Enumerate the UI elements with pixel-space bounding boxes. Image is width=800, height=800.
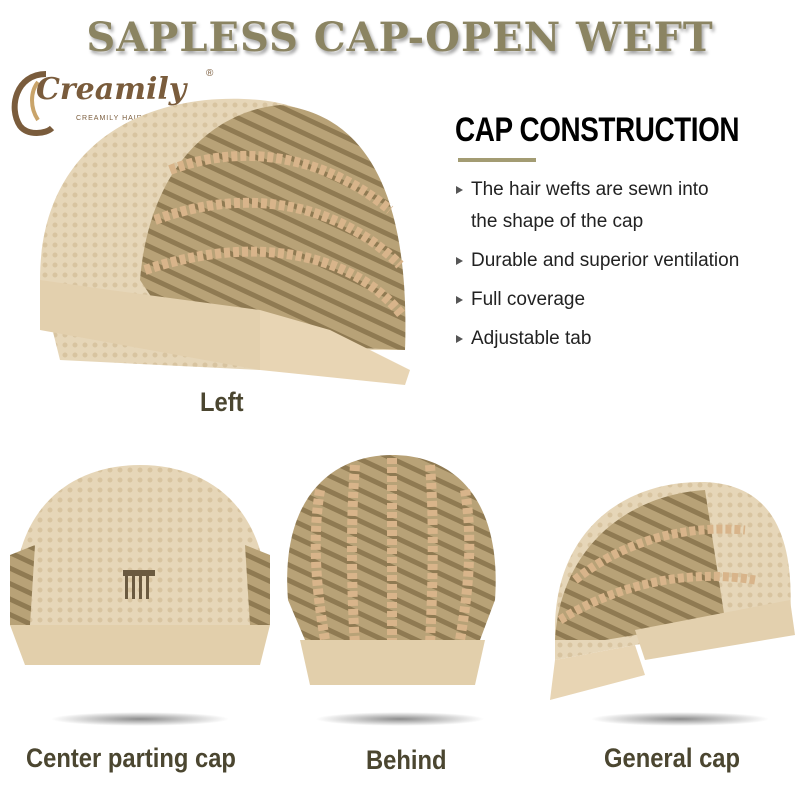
feature-list: The hair wefts are sewn into the shape of… <box>456 178 739 366</box>
cap-shadow <box>50 712 230 726</box>
bullet-arrow-icon <box>456 257 463 265</box>
label-behind-view: Behind <box>366 745 447 775</box>
feature-text: Durable and superior ventilation <box>471 250 740 271</box>
label-center-parting-cap: Center parting cap <box>26 743 236 773</box>
feature-item: Full coverage <box>456 288 739 312</box>
cap-construction-heading: CAP CONSTRUCTION <box>455 111 740 149</box>
feature-item: Adjustable tab <box>456 327 739 351</box>
cap-behind-image <box>287 455 496 685</box>
logo-tagline: CREAMILY HAIR <box>76 115 143 122</box>
feature-text: Adjustable tab <box>471 328 592 349</box>
label-left-view: Left <box>200 387 244 417</box>
cap-general-image <box>550 481 795 700</box>
cap-shadow <box>315 712 485 726</box>
label-general-cap: General cap <box>604 743 741 773</box>
bullet-arrow-icon <box>456 335 463 343</box>
feature-text: The hair wefts are sewn into <box>471 179 709 200</box>
feature-text-continued: the shape of the cap <box>471 211 644 232</box>
cap-shadow <box>590 712 770 726</box>
feature-item: Durable and superior ventilation <box>456 249 739 273</box>
bullet-arrow-icon <box>456 296 463 304</box>
brand-logo: Creamily CREAMILY HAIR ® <box>6 68 213 138</box>
logo-registered: ® <box>206 68 214 79</box>
product-title: SAPLESS CAP-OPEN WEFT <box>86 14 714 61</box>
logo-wordmark: Creamily <box>36 72 187 107</box>
logo-face-icon <box>11 71 55 136</box>
bullet-arrow-icon <box>456 186 463 194</box>
feature-text: Full coverage <box>471 289 586 310</box>
feature-item: The hair wefts are sewn into the shape of… <box>456 178 739 234</box>
heading-underline <box>458 158 536 162</box>
cap-left-view-image <box>40 98 410 385</box>
cap-center-parting-image <box>10 465 270 665</box>
